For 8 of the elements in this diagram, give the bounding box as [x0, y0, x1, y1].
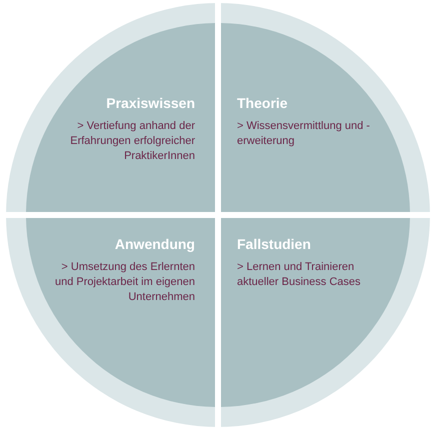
quadrant-heading: Anwendung [114, 236, 195, 252]
quadrant-description: > Umsetzung des Erlernten und Projektarbeit im eigenen Unternehmen [54, 260, 195, 305]
quadrant-heading: Praxiswissen [105, 95, 195, 111]
quadrant-heading: Theorie [237, 95, 289, 111]
quadrant-heading: Fallstudien [237, 236, 312, 252]
quadrant-description: > Lernen und Trainieren aktueller Business Cases [237, 260, 362, 290]
quadrant-description: > Vertiefung anhand der Erfahrungen erfolgreicher PraktikerInnen [69, 119, 195, 164]
quadrant-description: > Wissensvermittlung und -erweiterung [237, 119, 371, 149]
